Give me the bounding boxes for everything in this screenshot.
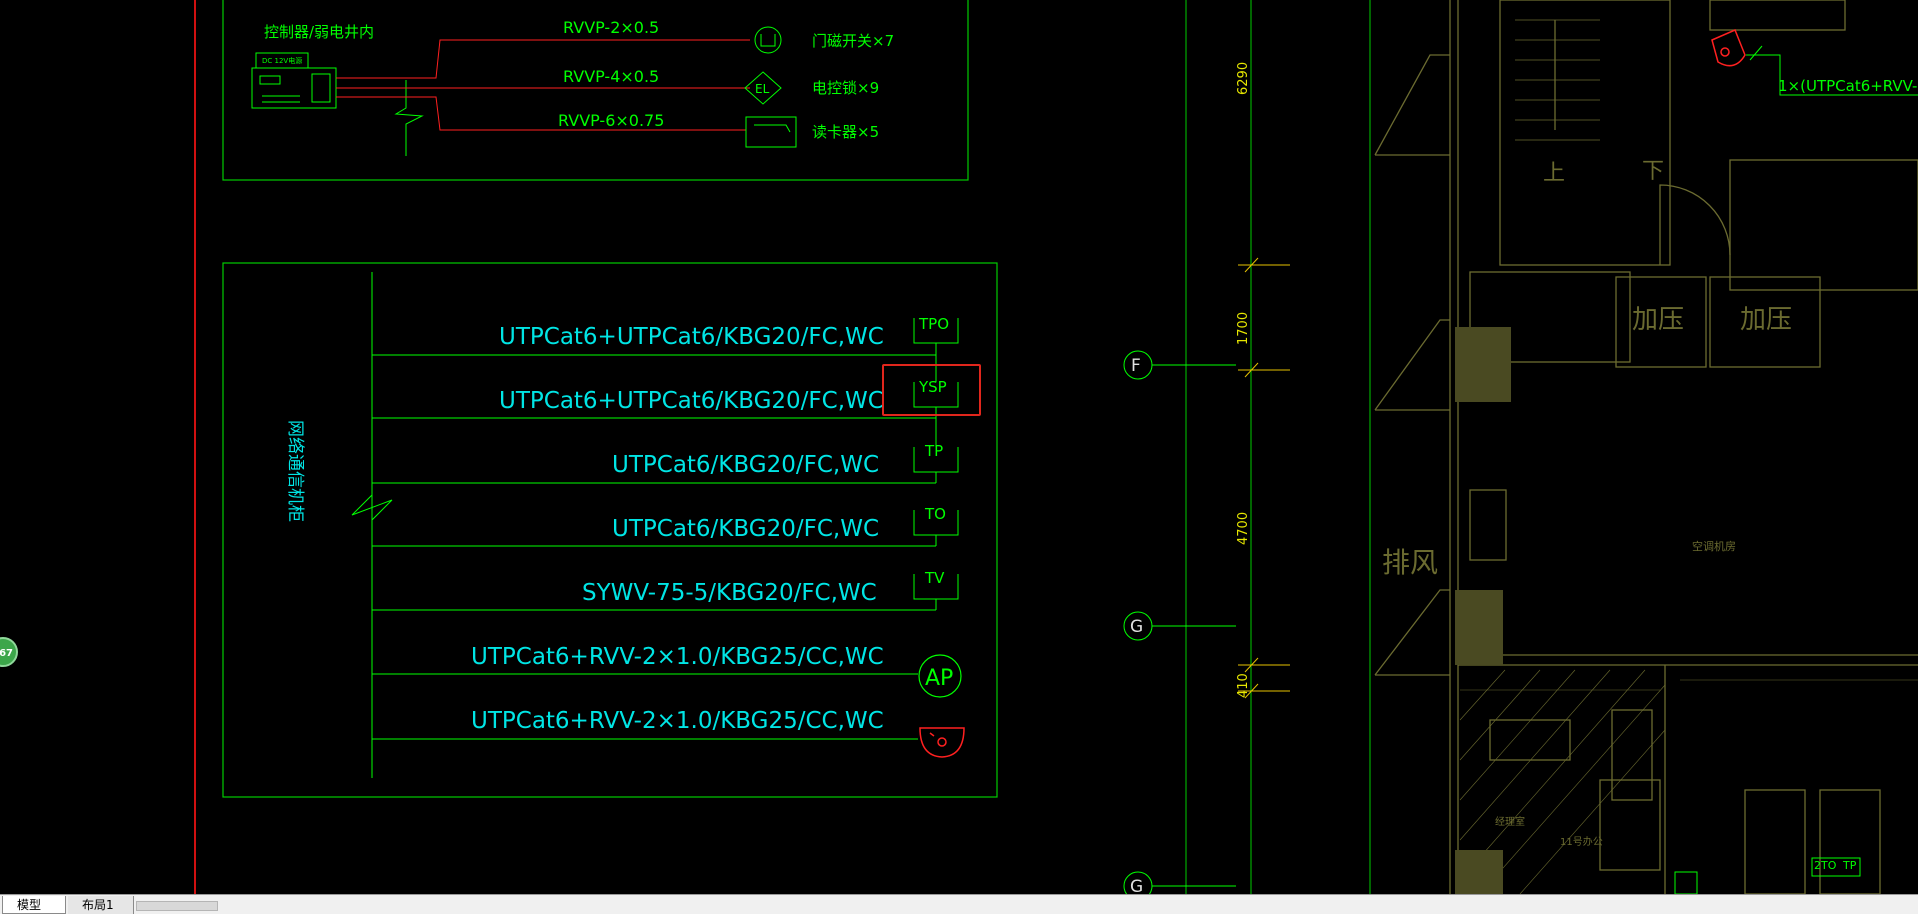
electric-lock-symbol: EL xyxy=(755,82,770,96)
network-cable-1: UTPCat6+UTPCat6/KBG20/FC,WC xyxy=(499,324,884,350)
plan-cable-callout: 1×(UTPCat6+RVV-2× xyxy=(1778,77,1918,95)
cable-label-2: RVVP-4×0.5 xyxy=(563,67,659,86)
door-magnet-switch-icon xyxy=(754,26,782,54)
callout-leader xyxy=(1746,54,1918,96)
network-cable-4: UTPCat6/KBG20/FC,WC xyxy=(612,516,879,542)
ceiling-camera-icon xyxy=(1711,29,1746,67)
plan-label-press-1: 加压 xyxy=(1632,305,1684,335)
dimension-4700: 4700 xyxy=(1236,512,1251,545)
grid-axes: 6290 1700 4700 410 F G G xyxy=(1123,0,1371,894)
plan-outlet-2to: 2TO xyxy=(1814,859,1837,872)
outlet-tp: TP xyxy=(924,442,943,460)
floor-plan xyxy=(1374,0,1918,894)
access-control-panel: 控制器/弱电井内 DC 12V电源 RVVP-2×0.5 RVVP-4×0.5 … xyxy=(222,0,969,181)
outlet-ap: AP xyxy=(925,666,953,691)
outlet-tv: TV xyxy=(924,569,945,587)
device-label-3: 读卡器×5 xyxy=(812,123,879,141)
cable-label-1: RVVP-2×0.5 xyxy=(563,18,659,37)
zoom-level-badge[interactable]: 67 xyxy=(0,637,18,667)
electric-lock-icon xyxy=(744,71,782,105)
cad-drawing-canvas[interactable]: 控制器/弱电井内 DC 12V电源 RVVP-2×0.5 RVVP-4×0.5 … xyxy=(0,0,1918,894)
network-cable-5: SYWV-75-5/KBG20/FC,WC xyxy=(582,580,877,606)
dimension-1700: 1700 xyxy=(1236,312,1251,345)
tab-model[interactable]: 模型 xyxy=(2,896,66,914)
outlet-to: TO xyxy=(924,505,946,523)
tab-layout1[interactable]: 布局1 xyxy=(68,896,134,914)
network-cable-6: UTPCat6+RVV-2×1.0/KBG25/CC,WC xyxy=(471,644,884,670)
network-cable-3: UTPCat6/KBG20/FC,WC xyxy=(612,452,879,478)
camera-icon xyxy=(919,727,965,758)
plan-label-down: 下 xyxy=(1642,159,1664,184)
plan-label-office: 经理室 xyxy=(1495,815,1525,828)
outlet-ysp: YSP xyxy=(918,378,947,396)
selection-highlight xyxy=(882,364,981,416)
wireless-ap-icon xyxy=(918,654,962,698)
plan-label-up: 上 xyxy=(1543,161,1565,186)
cable-label-3: RVVP-6×0.75 xyxy=(558,111,664,130)
axis-label-g: G xyxy=(1130,617,1143,637)
dimension-410: 410 xyxy=(1236,673,1251,698)
dimension-6290: 6290 xyxy=(1236,62,1251,95)
plan-outlet-tp: TP xyxy=(1842,859,1857,872)
cabinet-label: 网络通信机柜 xyxy=(285,420,305,522)
plan-label-exhaust: 排风 xyxy=(1382,546,1438,579)
access-breakline xyxy=(394,80,424,156)
card-reader-icon xyxy=(745,116,797,148)
plan-label-room2: 11号办公 xyxy=(1560,835,1603,848)
network-panel: 网络通信机柜 UTPCat6+UTPCat6/KBG20/FC,WC UTPCa… xyxy=(222,262,998,798)
controller-nameplate: DC 12V电源 xyxy=(262,56,302,65)
axis-label-g-2: G xyxy=(1130,877,1143,894)
structural-columns xyxy=(1455,327,1511,894)
controller-label: 控制器/弱电井内 xyxy=(264,23,374,41)
device-label-2: 电控锁×9 xyxy=(812,79,879,97)
plan-label-ac-room: 空调机房 xyxy=(1692,539,1736,553)
network-cable-7: UTPCat6+RVV-2×1.0/KBG25/CC,WC xyxy=(471,708,884,734)
plan-label-press-2: 加压 xyxy=(1740,305,1792,335)
horizontal-scrollbar[interactable] xyxy=(136,901,218,911)
network-cable-2: UTPCat6+UTPCat6/KBG20/FC,WC xyxy=(499,388,884,414)
device-label-1: 门磁开关×7 xyxy=(812,32,894,50)
axis-label-f: F xyxy=(1131,356,1141,376)
outlet-tpo: TPO xyxy=(918,315,949,333)
layout-tab-bar: 模型 布局1 xyxy=(0,894,1918,914)
network-breakline xyxy=(351,494,393,521)
